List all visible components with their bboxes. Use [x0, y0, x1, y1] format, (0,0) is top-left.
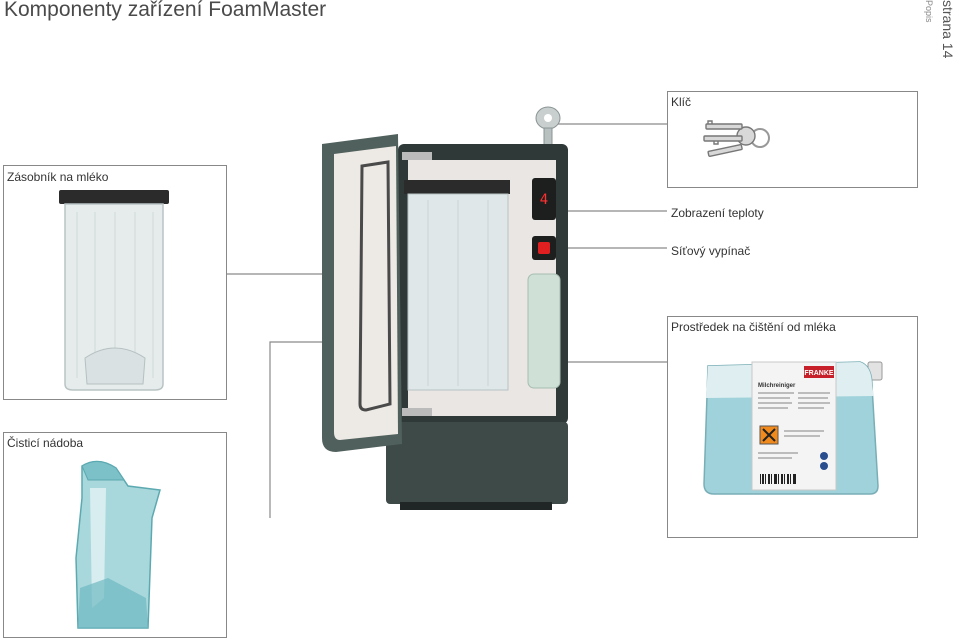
keys-illustration	[703, 120, 770, 157]
power-switch-label: Síťový vypínač	[671, 244, 751, 258]
display-value: 4	[540, 192, 548, 208]
temperature-display	[532, 178, 556, 220]
key-label: Klíč	[671, 95, 692, 109]
page-number: strana 14	[940, 0, 956, 59]
milk-container-label: Zásobník na mléko	[7, 170, 109, 184]
brand-text: FRANKE	[804, 370, 833, 377]
page-title: Komponenty zařízení FoamMaster	[4, 0, 327, 21]
brand-badge	[804, 366, 834, 378]
milk-cleaner-illustration: FRANKE Milchreiniger	[703, 361, 883, 495]
cleaning-container-label: Čisticí nádoba	[7, 436, 84, 450]
milk-container-illustration	[59, 190, 169, 391]
cleaning-container-illustration	[75, 460, 161, 629]
page-indicator: strana 14 Popis	[922, 0, 958, 70]
temperature-display-label: Zobrazení teploty	[671, 206, 764, 220]
foammaster-machine: 4	[322, 106, 568, 510]
product-name-text: Milchreiniger	[758, 383, 796, 389]
section-label: Popis	[924, 0, 934, 23]
key-in-lock	[535, 106, 561, 155]
milk-cleaner-label: Prostředek na čištění od mléka	[671, 320, 836, 334]
